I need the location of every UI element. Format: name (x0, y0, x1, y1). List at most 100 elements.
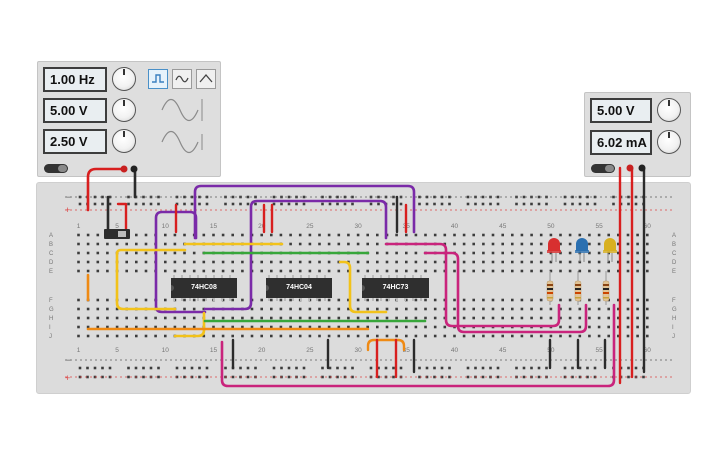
row-letter-left: A (49, 233, 53, 239)
top-negative-sign: − (66, 192, 71, 202)
voltage-knob[interactable] (657, 98, 681, 122)
led[interactable] (575, 238, 589, 262)
led[interactable] (547, 238, 561, 262)
column-number-bottom: 1 (77, 347, 81, 354)
column-number-top: 55 (595, 223, 603, 230)
column-number-bottom: 45 (499, 347, 507, 354)
wire-purple-d[interactable] (154, 298, 207, 314)
column-number-top: 15 (210, 223, 218, 230)
row-letter-right: I (672, 325, 674, 331)
column-number-bottom: 25 (306, 347, 314, 354)
fg-negative-terminal[interactable] (130, 165, 138, 173)
frequency-knob[interactable] (112, 67, 136, 91)
wire-magenta-3[interactable] (220, 303, 616, 388)
triangle-wave-icon (175, 75, 189, 83)
led-group (546, 238, 617, 305)
row-letter-right: F (672, 298, 676, 304)
slide-switch[interactable] (104, 229, 130, 239)
chip-2-label: 74HC04 (286, 284, 312, 291)
column-number-top: 5 (115, 223, 119, 230)
wire-yellow-5[interactable] (338, 260, 388, 314)
power-supply: 5.00 V 6.02 mA (584, 92, 691, 177)
resistor[interactable] (574, 271, 582, 305)
sine-wave-icon (199, 74, 213, 83)
row-letter-right: G (672, 307, 677, 313)
row-letter-left: C (49, 251, 54, 257)
wire-orange-lower[interactable] (366, 338, 406, 352)
square-wave-icon (152, 74, 164, 83)
amplitude-knob[interactable] (112, 98, 136, 122)
row-letter-right: A (672, 233, 676, 239)
column-number-top: 50 (547, 223, 555, 230)
wire-magenta-2[interactable] (423, 251, 588, 334)
bottom-positive-sign: + (65, 373, 70, 383)
row-letter-left: E (49, 269, 53, 275)
row-letter-right: C (672, 251, 677, 257)
current-display: 6.02 mA (590, 130, 652, 155)
column-number-top: 25 (306, 223, 314, 230)
resistor[interactable] (546, 271, 554, 305)
column-number-top: 1 (77, 223, 81, 230)
bottom-negative-sign: − (66, 355, 71, 365)
column-number-bottom: 15 (210, 347, 218, 354)
wire-yellow-3[interactable] (115, 260, 177, 311)
column-number-bottom: 5 (115, 347, 119, 354)
wire-fg-positive[interactable] (86, 167, 125, 212)
wire-purple-a[interactable] (193, 184, 416, 240)
column-number-bottom: 20 (258, 347, 266, 354)
function-generator: 1.00 Hz 5.00 V 2.50 V (37, 61, 221, 177)
fg-positive-terminal[interactable] (120, 165, 128, 173)
dc-offset-display: 2.50 V (43, 129, 107, 154)
chip-inverter[interactable]: 74HC04 (266, 275, 332, 301)
column-number-top: 10 (162, 223, 170, 230)
column-number-bottom: 30 (354, 347, 362, 354)
wire-switch-vcc[interactable] (116, 202, 128, 237)
wire-yellow-1[interactable] (115, 248, 187, 264)
power-supply-toggle[interactable] (591, 164, 615, 173)
column-number-top: 60 (644, 223, 652, 230)
wire-purple-c[interactable] (203, 199, 388, 311)
row-letter-left: H (49, 316, 53, 322)
column-number-top: 30 (354, 223, 362, 230)
amplitude-wave-icon (161, 98, 203, 122)
chip-3-label: 74HC73 (382, 284, 409, 291)
chip-1-label: 74HC08 (191, 284, 217, 291)
column-number-bottom: 35 (403, 347, 411, 354)
frequency-display: 1.00 Hz (43, 67, 107, 92)
row-letter-left: F (49, 298, 53, 304)
column-number-top: 40 (451, 223, 459, 230)
column-number-bottom: 10 (162, 347, 170, 354)
amplitude-display: 5.00 V (43, 98, 107, 123)
row-letter-left: G (49, 307, 54, 313)
wire-magenta-1[interactable] (384, 242, 561, 328)
row-letter-left: J (49, 334, 52, 340)
current-knob[interactable] (657, 130, 681, 154)
triangle-wave-button[interactable] (172, 69, 192, 89)
sine-wave-button[interactable] (196, 69, 216, 89)
row-letter-right: D (672, 260, 677, 266)
wire-yellow-4[interactable] (173, 311, 206, 338)
row-letter-right: J (672, 334, 675, 340)
function-generator-power-toggle[interactable] (44, 164, 68, 173)
ps-negative-terminal[interactable] (638, 164, 646, 172)
row-letter-right: B (672, 242, 676, 248)
row-letter-left: B (49, 242, 53, 248)
row-letter-right: E (672, 269, 676, 275)
column-number-top: 20 (258, 223, 266, 230)
top-positive-sign: + (65, 205, 70, 215)
dc-offset-wave-icon (161, 130, 203, 154)
chip-jk-flipflop[interactable]: 74HC73 (362, 275, 429, 301)
column-number-bottom: 40 (451, 347, 459, 354)
dc-offset-knob[interactable] (112, 129, 136, 153)
row-letter-right: H (672, 316, 676, 322)
led[interactable] (603, 238, 617, 262)
column-number-top: 45 (499, 223, 507, 230)
row-letter-left: I (49, 325, 51, 331)
chip-and-gate[interactable]: 74HC08 (171, 275, 237, 301)
square-wave-button[interactable] (148, 69, 168, 89)
ps-positive-terminal[interactable] (626, 164, 634, 172)
column-number-bottom: 55 (595, 347, 603, 354)
column-number-bottom: 60 (644, 347, 652, 354)
resistor[interactable] (602, 271, 610, 305)
